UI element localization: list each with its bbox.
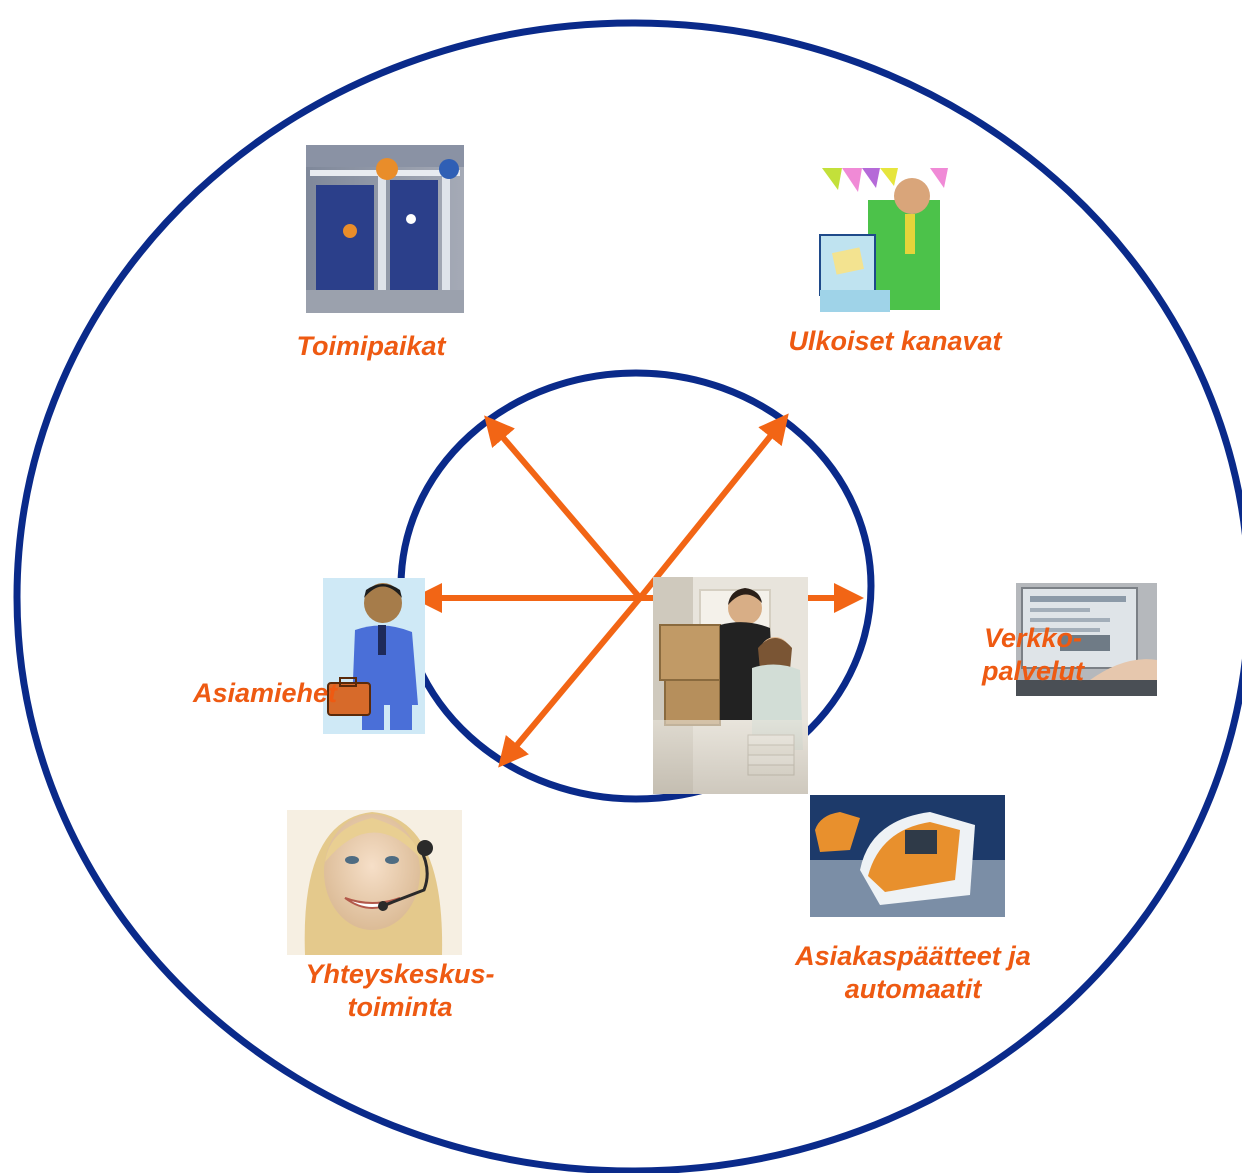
label-line: Toimipaikat <box>296 331 446 361</box>
label-toimipaikat: Toimipaikat <box>296 330 446 363</box>
label-line: Verkko- <box>983 623 1083 653</box>
label-line: Asiamiehet <box>192 678 338 708</box>
label-ulkoiset-kanavat: Ulkoiset kanavat <box>760 325 1030 358</box>
businessman-clipart <box>323 578 425 734</box>
arrow-to-toimipaikat <box>484 415 643 600</box>
label-line: Ulkoiset kanavat <box>788 326 1002 356</box>
label-line: palvelut <box>981 656 1085 686</box>
label-line: Yhteyskeskus- <box>305 959 495 989</box>
label-asiakaspaatteet: Asiakaspäätteet ja automaatit <box>763 940 1063 1006</box>
branch-office-image <box>306 145 464 313</box>
label-yhteyskeskus: Yhteyskeskus- toiminta <box>265 958 535 1024</box>
label-verkkopalvelut: Verkko- palvelut <box>958 622 1108 688</box>
arrow-to-yhteys <box>498 596 643 768</box>
laptop-photo <box>1016 583 1157 696</box>
outer-circle <box>13 19 1242 1173</box>
label-line: Asiakaspäätteet ja <box>795 941 1031 971</box>
terminal-photo <box>810 795 1005 917</box>
salesman-clipart <box>819 168 948 312</box>
arrow-to-ulkoiset <box>637 413 789 600</box>
couple-moving-photo <box>653 577 808 794</box>
call-center-photo <box>287 810 462 955</box>
label-line: toiminta <box>347 992 453 1022</box>
label-line: automaatit <box>844 974 982 1004</box>
label-asiamiehet: Asiamiehet <box>165 677 365 710</box>
